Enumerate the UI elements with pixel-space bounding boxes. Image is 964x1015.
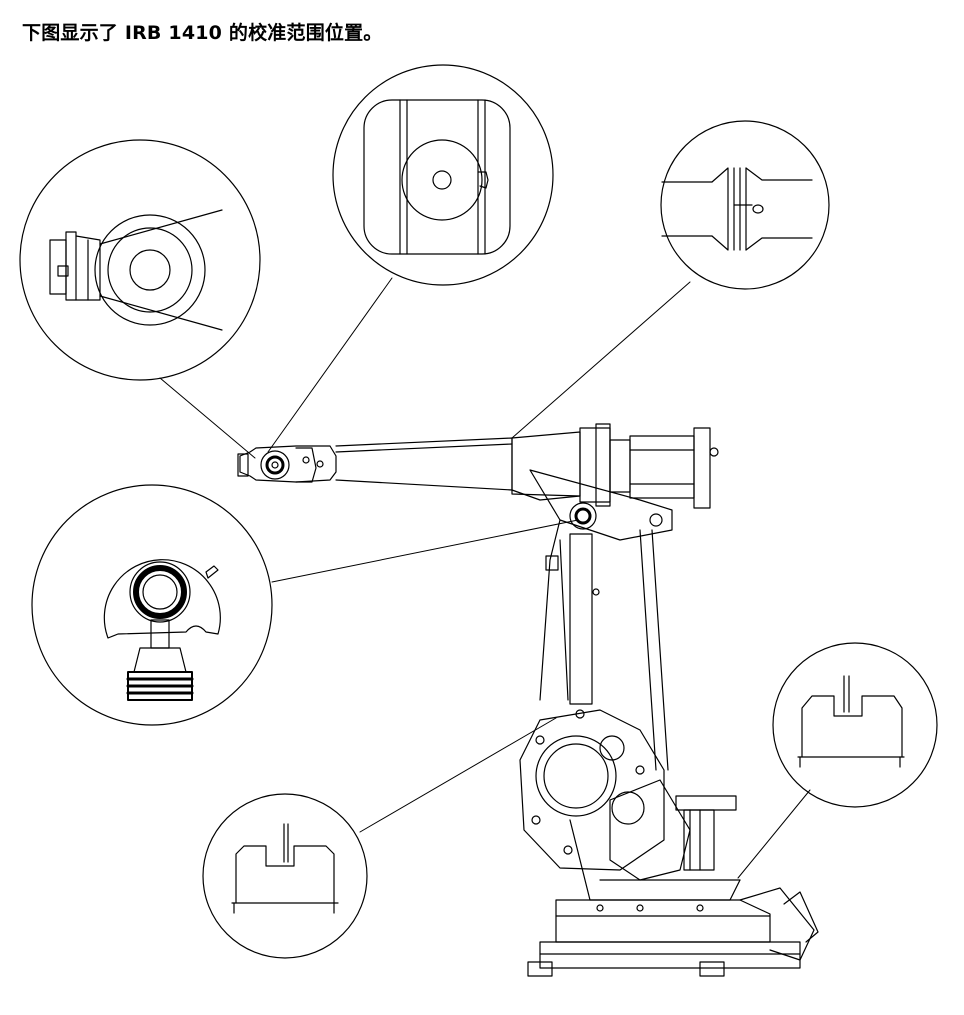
detail-circle-axis3 xyxy=(32,485,272,725)
leader-axis6 xyxy=(160,378,255,458)
detail-circle-axis6 xyxy=(20,140,260,380)
robot-drawing xyxy=(238,424,818,976)
leader-lines xyxy=(160,278,810,878)
detail-circle-axis2 xyxy=(203,794,367,958)
leader-axis4 xyxy=(512,282,690,438)
leader-axis2 xyxy=(360,718,556,832)
detail-circle-axis5 xyxy=(333,65,553,285)
detail-circle-axis4 xyxy=(661,121,829,289)
page-caption: 下图显示了 IRB 1410 的校准范围位置。 xyxy=(22,22,383,44)
leader-axis3 xyxy=(272,520,578,582)
detail-circle-axis1 xyxy=(773,643,937,807)
leader-axis1 xyxy=(738,790,810,878)
leader-axis5 xyxy=(268,278,392,452)
